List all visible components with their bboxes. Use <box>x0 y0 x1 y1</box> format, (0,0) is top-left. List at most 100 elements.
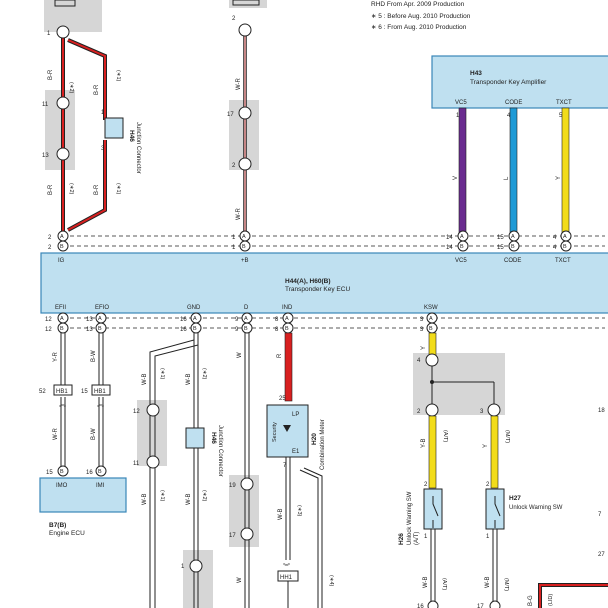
svg-text:3: 3 <box>480 409 484 415</box>
connector-arrow-left: ︽ <box>59 401 66 408</box>
svg-text:2: 2 <box>232 16 236 22</box>
svg-text:B: B <box>98 326 102 332</box>
svg-text:R: R <box>277 353 283 358</box>
dashed-lines-top <box>70 235 605 247</box>
connector-arrow-hh1: ︾ <box>283 563 290 571</box>
svg-text:1: 1 <box>101 110 105 116</box>
svg-text:15: 15 <box>46 470 53 476</box>
svg-text:(∗1): (∗1) <box>115 70 121 81</box>
meter-inner-label: Security <box>272 422 278 442</box>
junction-mid-name: Junction Connector <box>217 425 223 477</box>
ecu-pin-ig: IG <box>58 258 65 264</box>
wire-meter-ground <box>285 457 323 608</box>
wire-txct-yellow <box>561 107 570 239</box>
svg-text:2: 2 <box>417 409 421 415</box>
unlock-sw-right-code: H27 <box>509 495 521 502</box>
svg-text:8: 8 <box>275 317 279 323</box>
svg-text:Y: Y <box>483 444 489 448</box>
transponder-key-amplifier <box>431 55 608 109</box>
svg-text:5: 5 <box>559 113 563 119</box>
svg-text:2: 2 <box>486 482 490 488</box>
svg-text:52: 52 <box>39 389 46 395</box>
engine-ecu-name: Engine ECU <box>49 530 85 537</box>
svg-text:B-R: B-R <box>94 184 100 195</box>
ecu-bottom-pins <box>57 312 438 334</box>
connector-ee-3 <box>487 403 501 417</box>
junction-mid-code: H46 <box>210 432 217 444</box>
wire-br-left <box>61 32 107 236</box>
svg-text:14: 14 <box>446 245 453 251</box>
switch-right-icon <box>494 496 501 528</box>
svg-text:B-G: B-G <box>528 595 534 606</box>
svg-text:L: L <box>504 176 510 180</box>
ecu-pin-gnd: GND <box>187 305 201 311</box>
connector-bd-1 <box>56 25 70 39</box>
connector-sc-17-mid <box>240 527 254 541</box>
svg-text:(A/T): (A/T) <box>441 578 447 590</box>
svg-text:W-B: W-B <box>423 576 429 588</box>
svg-text:(∗2): (∗2) <box>201 490 207 501</box>
svg-text:13: 13 <box>86 317 93 323</box>
svg-text:16: 16 <box>180 317 187 323</box>
svg-text:(∗2): (∗2) <box>68 183 74 194</box>
svg-text:W-R: W-R <box>236 77 242 90</box>
svg-text:B: B <box>60 326 64 332</box>
svg-text:A: A <box>244 316 248 322</box>
svg-text:B: B <box>242 244 246 250</box>
amp-pin-code: CODE <box>505 100 522 106</box>
svg-text:A: A <box>285 316 289 322</box>
svg-text:W-B: W-B <box>186 493 192 505</box>
svg-text:Y: Y <box>556 176 562 180</box>
junction-connector-mid <box>185 427 205 449</box>
connector-bc-11 <box>56 96 70 110</box>
svg-text:A: A <box>60 234 64 240</box>
svg-text:V: V <box>453 176 459 180</box>
wire-code-blue <box>509 107 518 239</box>
svg-text:4: 4 <box>553 235 557 241</box>
connector-bc-13 <box>56 147 70 161</box>
svg-text:Y: Y <box>421 346 427 350</box>
svg-text:B-W: B-W <box>91 350 97 362</box>
unlock-warning-sw-left <box>423 488 443 530</box>
svg-text:12: 12 <box>45 317 52 323</box>
svg-text:17: 17 <box>227 112 234 118</box>
svg-text:1: 1 <box>424 534 428 540</box>
svg-text:A: A <box>242 234 246 240</box>
svg-text:12: 12 <box>133 409 140 415</box>
svg-text:(∗1): (∗1) <box>115 183 121 194</box>
amp-pin-txct: TXCT <box>556 100 572 106</box>
svg-text:(M/T): (M/T) <box>504 430 510 443</box>
engine-ecu-pin-imi: IMI <box>96 483 105 489</box>
unlock-warning-sw-right <box>485 488 505 530</box>
connector-sc-2 <box>238 157 252 171</box>
svg-text:B-R: B-R <box>48 184 54 195</box>
unlock-sw-right-name: Unlock Warning SW <box>509 505 563 511</box>
svg-text:B: B <box>285 326 289 332</box>
svg-text:W: W <box>237 352 243 358</box>
unlock-sw-left-code: H26 <box>398 533 405 545</box>
ecu-code: H44(A), H60(B) <box>285 278 331 285</box>
svg-text:B: B <box>98 469 102 475</box>
wire-vc5-purple <box>458 107 467 239</box>
wire-ind-red <box>284 332 293 402</box>
svg-text:(M/T): (M/T) <box>503 578 509 591</box>
svg-text:4: 4 <box>507 113 511 119</box>
svg-text:A: A <box>563 234 567 240</box>
wire-d <box>244 333 250 608</box>
svg-text:16: 16 <box>417 604 424 608</box>
svg-text:A: A <box>193 316 197 322</box>
svg-text:B: B <box>60 469 64 475</box>
svg-text:3: 3 <box>420 327 424 333</box>
connector-hb1-right <box>91 384 111 396</box>
connector-bc-12 <box>146 403 160 417</box>
svg-text:19: 19 <box>229 483 236 489</box>
svg-text:B: B <box>244 326 248 332</box>
engine-ecu-box <box>39 477 127 513</box>
ecu-name: Transponder Key ECU <box>285 286 350 293</box>
switch-left-icon <box>432 496 439 528</box>
svg-text:B: B <box>193 326 197 332</box>
svg-text:8: 8 <box>275 327 279 333</box>
svg-text:25: 25 <box>279 396 286 402</box>
svg-text:B: B <box>460 244 464 250</box>
svg-text:1: 1 <box>486 534 490 540</box>
